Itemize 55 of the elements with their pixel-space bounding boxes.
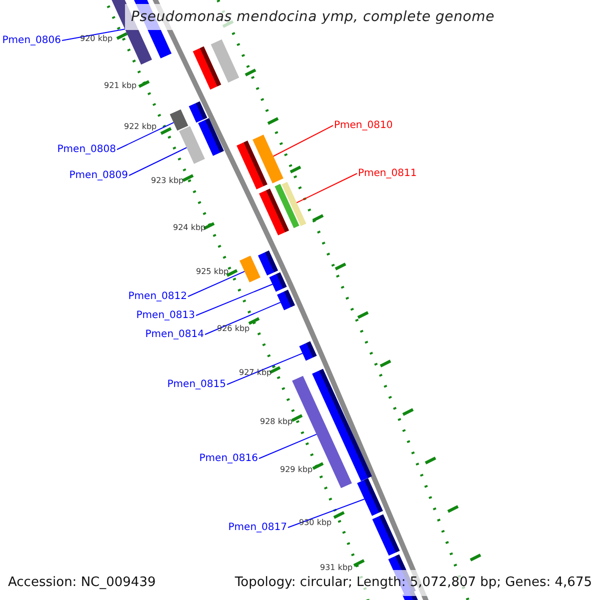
gene-block (274, 184, 300, 228)
gene-block (179, 126, 205, 164)
gene-block (282, 182, 306, 226)
gene-label: Pmen_0814 (145, 328, 204, 341)
scale-label: 921 kbp (104, 81, 137, 91)
footer-text: Topology: circular; Length: 5,072,807 bp; Genes: 4,675 (234, 576, 592, 589)
leader-line (226, 352, 303, 385)
gene-block (192, 46, 222, 90)
gene-block (312, 368, 372, 482)
scale-label: 926 kbp (217, 324, 250, 334)
gene-label: Pmen_0816 (199, 452, 258, 465)
gene-label: Pmen_0808 (57, 143, 116, 156)
gene-block (277, 290, 295, 310)
gene-block (188, 101, 208, 123)
scale-label: 924 kbp (173, 223, 206, 233)
scale-label: 920 kbp (80, 34, 113, 44)
gene-block (170, 109, 188, 131)
gene-block (252, 134, 284, 184)
gene-label: Pmen_0810 (334, 119, 393, 132)
leader-line (258, 434, 317, 459)
scale-label: 922 kbp (124, 122, 157, 132)
gene-label: Pmen_0811 (358, 167, 417, 180)
scale-label: 930 kbp (299, 518, 332, 528)
gene-label: Pmen_0813 (136, 309, 195, 322)
leader-line (204, 302, 281, 335)
gene-block (240, 256, 260, 282)
scale-label: 931 kbp (320, 563, 353, 573)
gene-label: Pmen_0815 (167, 378, 226, 391)
gene-block (269, 272, 287, 292)
gene-block (372, 514, 400, 556)
leader-line (288, 498, 365, 528)
scale-label: 923 kbp (151, 176, 184, 186)
gene-block (258, 250, 278, 276)
scale-label: 927 kbp (239, 368, 272, 378)
footer-text: Accession: NC_009439 (8, 576, 156, 589)
gene-label: Pmen_0817 (228, 521, 287, 534)
scale-label: 925 kbp (196, 267, 229, 277)
leader-line (296, 173, 358, 204)
scale-label: 928 kbp (260, 417, 293, 427)
gene-block (236, 140, 268, 190)
gene-label: Pmen_0809 (69, 169, 128, 182)
leader-line (128, 147, 188, 176)
leader-line (272, 125, 334, 157)
gene-block (259, 188, 289, 236)
gene-label: Pmen_0806 (2, 34, 61, 47)
leader-line (196, 284, 273, 316)
gene-block (357, 478, 383, 516)
gene-block (299, 341, 317, 361)
scale-label: 929 kbp (280, 465, 313, 475)
gene-block (198, 118, 224, 156)
leader-line (116, 122, 174, 150)
leader-line (62, 28, 126, 41)
gene-label: Pmen_0812 (128, 290, 187, 303)
gene-block (210, 39, 240, 83)
leader-line (188, 270, 246, 297)
